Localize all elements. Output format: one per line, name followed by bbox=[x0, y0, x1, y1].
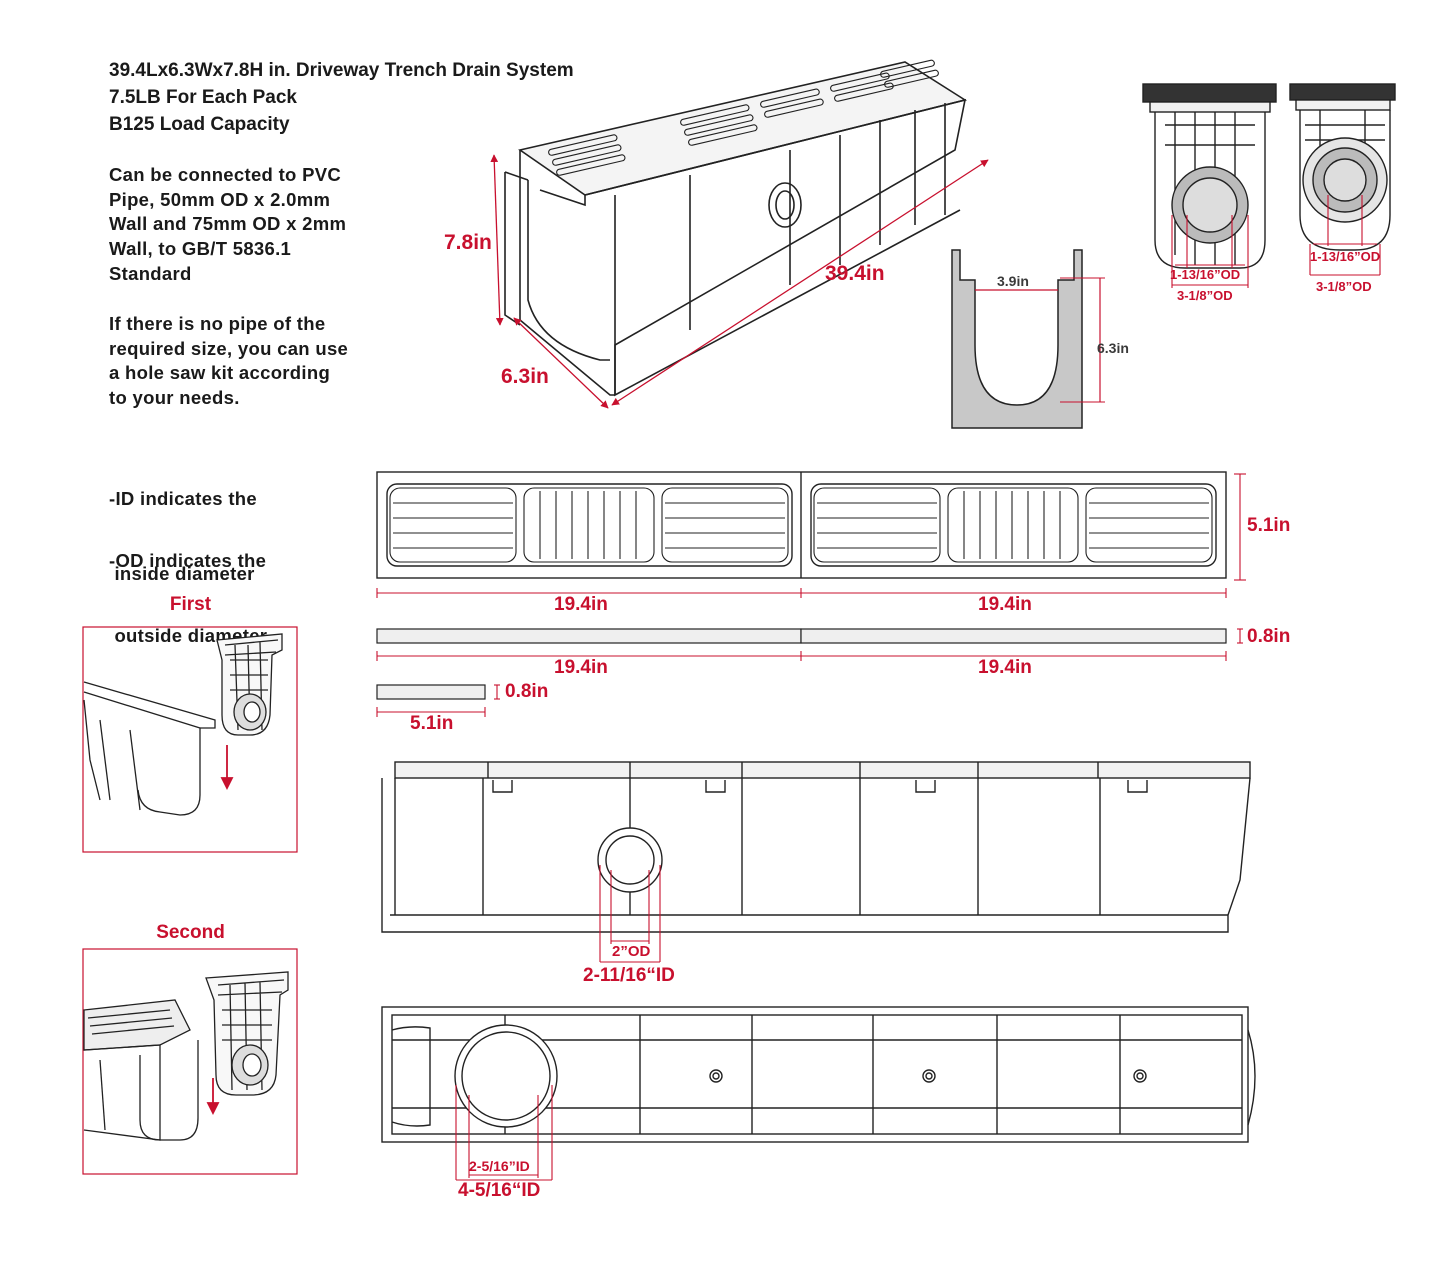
step-first-arrow bbox=[220, 745, 234, 791]
bottom-view-drawing bbox=[381, 1006, 1256, 1143]
dim-section-height-label: 6.3in bbox=[1097, 340, 1129, 356]
dim-height-label: 7.8in bbox=[444, 231, 492, 254]
dim-section-top-label: 3.9in bbox=[997, 273, 1029, 289]
spec-load: B125 Load Capacity bbox=[109, 114, 290, 135]
id-note: -ID indicates the inside diameter bbox=[109, 488, 257, 584]
bottom-outlet-inner-label: 2-5/16”ID bbox=[469, 1158, 530, 1174]
end-cap-right-drawing bbox=[1289, 83, 1396, 251]
small-bar-length-label: 5.1in bbox=[410, 713, 454, 734]
step-second-illustration bbox=[83, 971, 289, 1141]
iso-channel-drawing bbox=[504, 59, 968, 397]
grate-left-length-label: 19.4in bbox=[554, 594, 608, 615]
step-first-box bbox=[82, 626, 298, 853]
grate-right-length-label: 19.4in bbox=[978, 594, 1032, 615]
step-second-box bbox=[82, 948, 298, 1175]
side-bar-drawing bbox=[376, 628, 1227, 700]
step-first-title: First bbox=[169, 594, 212, 615]
connection-note: Can be connected to PVC Pipe, 50mm OD x … bbox=[109, 164, 347, 284]
small-bar-thickness-label: 0.8in bbox=[505, 681, 549, 702]
step-second-arrow bbox=[206, 1078, 220, 1116]
cap-left-outer-label: 3-1/8”OD bbox=[1177, 288, 1233, 303]
bar-right-length-label: 19.4in bbox=[978, 657, 1032, 678]
bar-thickness-label: 0.8in bbox=[1247, 626, 1291, 647]
dim-width-label: 6.3in bbox=[501, 365, 549, 388]
bottom-outlet-outer-label: 4-5/16“ID bbox=[458, 1180, 541, 1201]
cap-right-outer-label: 3-1/8”OD bbox=[1316, 279, 1372, 294]
side-elevation-drawing bbox=[381, 761, 1251, 933]
cap-left-inner-label: 1-13/16”OD bbox=[1170, 267, 1241, 282]
cross-section-drawing bbox=[951, 249, 1105, 429]
end-cap-left-drawing bbox=[1142, 83, 1277, 269]
step-second-title: Second bbox=[156, 922, 225, 943]
dim-length-label: 39.4in bbox=[825, 262, 885, 285]
grate-top-view bbox=[376, 471, 1227, 579]
cap-right-inner-label: 1-13/16”OD bbox=[1310, 249, 1381, 264]
step-first-illustration bbox=[83, 633, 283, 816]
bar-left-length-label: 19.4in bbox=[554, 657, 608, 678]
side-outlet-id-label: 2-11/16“ID bbox=[583, 965, 675, 986]
grate-height-label: 5.1in bbox=[1247, 515, 1291, 536]
side-outlet-od-label: 2”OD bbox=[612, 943, 651, 960]
holesaw-note: If there is no pipe of the required size… bbox=[109, 313, 349, 409]
spec-weight: 7.5LB For Each Pack bbox=[109, 87, 297, 108]
spec-title: 39.4Lx6.3Wx7.8H in. Driveway Trench Drai… bbox=[109, 60, 574, 81]
